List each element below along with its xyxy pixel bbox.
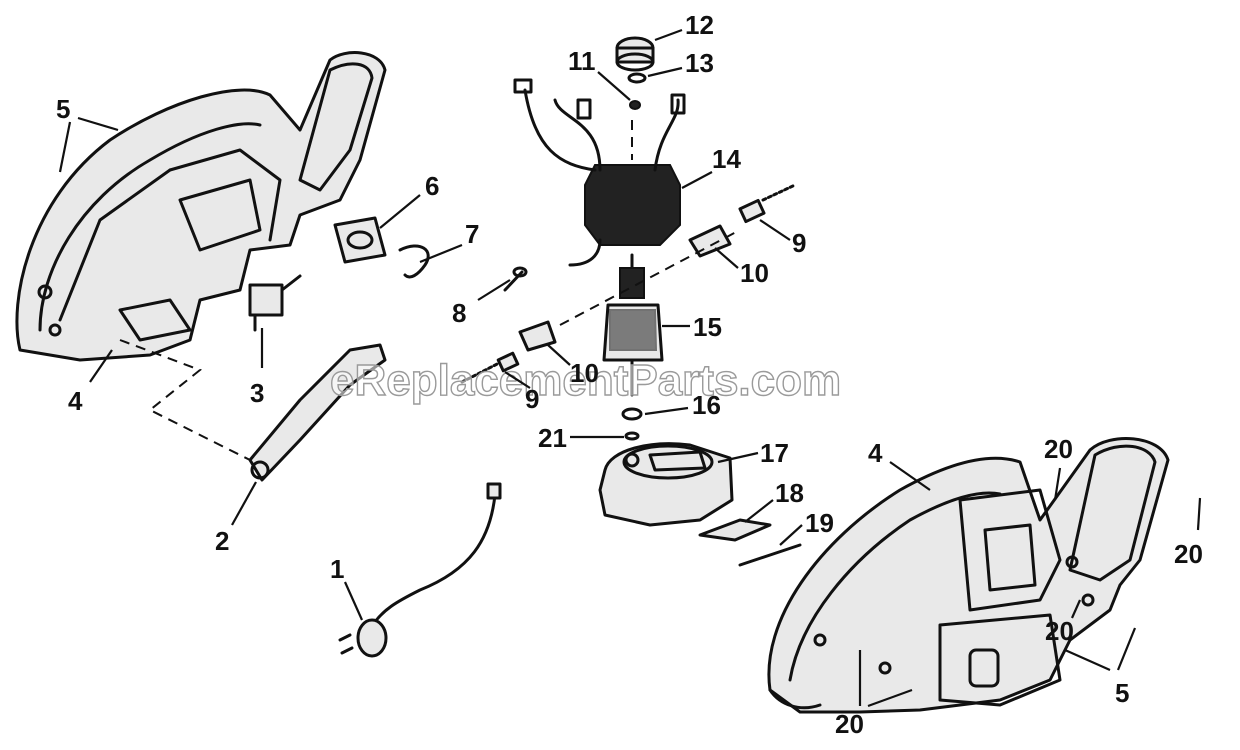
washer-small — [627, 72, 647, 84]
callout-1: 1 — [330, 554, 344, 584]
callout-13: 13 — [685, 48, 714, 78]
right-housing-half — [767, 437, 1170, 714]
callout-9-upper: 9 — [792, 228, 806, 258]
spacer — [629, 100, 641, 110]
switch-actuator — [333, 216, 387, 264]
callout-11: 11 — [568, 46, 596, 76]
callouts: 1 2 3 4 4 5 5 6 7 8 9 9 — [56, 10, 1203, 739]
callout-6: 6 — [425, 171, 439, 201]
callout-14: 14 — [712, 144, 741, 174]
callout-12: 12 — [685, 10, 714, 40]
callout-2: 2 — [215, 526, 229, 556]
brush-upper — [738, 183, 797, 224]
bearing-washer — [621, 407, 643, 421]
small-washer — [624, 431, 640, 441]
brush-holder-upper — [688, 224, 732, 258]
callout-20-bottom: 20 — [835, 709, 864, 739]
callout-19: 19 — [805, 508, 834, 538]
callout-10-lower: 10 — [570, 358, 599, 388]
callout-15: 15 — [693, 312, 722, 342]
callout-10-upper: 10 — [740, 258, 769, 288]
left-housing-half — [15, 51, 387, 362]
callout-20-right: 20 — [1174, 539, 1203, 569]
cord-clamp — [698, 518, 802, 567]
armature — [602, 253, 664, 397]
gear-housing — [598, 442, 734, 527]
power-cord — [338, 482, 502, 658]
spring-clip — [398, 244, 430, 279]
callout-4-right: 4 — [868, 438, 883, 468]
brush-holder-lower — [518, 320, 557, 352]
switch — [248, 274, 302, 332]
callout-4-left: 4 — [68, 386, 83, 416]
assembly-guide-left — [119, 339, 251, 461]
brush-lower — [460, 351, 520, 384]
callout-16: 16 — [692, 390, 721, 420]
field-coil — [513, 78, 686, 267]
callout-21: 21 — [538, 423, 567, 453]
callout-18: 18 — [775, 478, 804, 508]
watermark: eReplacementParts.com — [330, 356, 841, 405]
callout-5-right: 5 — [1115, 678, 1129, 708]
assembly-guide-motor — [559, 120, 741, 326]
callout-3: 3 — [250, 378, 264, 408]
callout-5-left: 5 — [56, 94, 70, 124]
callout-7: 7 — [465, 219, 479, 249]
screw-mid — [503, 266, 528, 292]
callout-20-middle: 20 — [1045, 616, 1074, 646]
callout-17: 17 — [760, 438, 789, 468]
trigger-lever — [248, 343, 387, 482]
callout-8: 8 — [452, 298, 466, 328]
callout-20-top: 20 — [1044, 434, 1073, 464]
callout-9-lower: 9 — [525, 384, 539, 414]
brush-nut — [615, 36, 655, 72]
